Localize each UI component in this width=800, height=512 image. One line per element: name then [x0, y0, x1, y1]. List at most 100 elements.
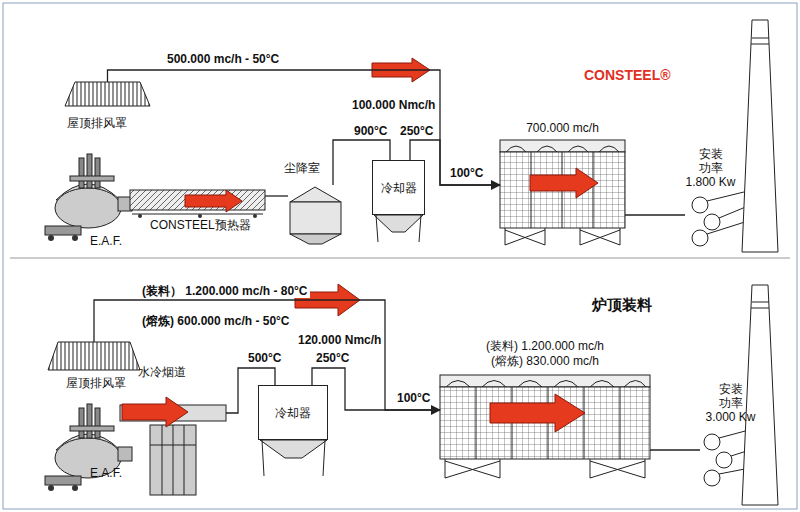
- baghouse-filter: [500, 152, 625, 228]
- baghouse-filter: [505, 228, 620, 245]
- baghouse-filter: [593, 152, 594, 228]
- flow-arrow: [185, 190, 242, 212]
- roof-hood: [48, 342, 140, 370]
- node-text: 水冷烟道: [138, 365, 186, 379]
- pipe-connector: [108, 70, 501, 185]
- water-cooled-duct: [184, 425, 185, 495]
- fan-group: 安装 功率 1.800 Kw: [685, 195, 735, 240]
- node-text: E.A.F.: [90, 234, 122, 248]
- water-cooled-duct: [150, 445, 196, 446]
- section-title: 炉顶装料: [590, 298, 654, 312]
- cooler-box: 冷却器: [258, 385, 328, 440]
- stack: [752, 302, 769, 303]
- node-text: 屋顶排风罩: [66, 376, 126, 390]
- eaf-furnace: E.A.F.: [45, 398, 130, 468]
- dust-chamber: 尘降室: [288, 185, 343, 245]
- edge-label: (装料） 1.200.000 mc/h - 80°C: [140, 284, 310, 298]
- roof-hood: [65, 82, 150, 106]
- cooler-legs: [260, 440, 327, 458]
- node-text: 尘降室: [284, 161, 320, 175]
- eaf-furnace: [45, 404, 132, 491]
- node-text: 冷却器: [275, 406, 311, 420]
- stack: [742, 285, 778, 505]
- pipe-connector: [650, 449, 700, 450]
- cooler-legs: [262, 440, 264, 476]
- stack: [751, 308, 769, 309]
- temperature: 100°C: [395, 391, 433, 405]
- dust-chamber: [290, 187, 341, 244]
- eaf-furnace: E.A.F.: [45, 148, 130, 232]
- consteel-conveyor: [132, 214, 263, 215]
- fans: [704, 470, 720, 486]
- stack: [742, 20, 778, 252]
- edge-label: 900°C: [352, 124, 390, 138]
- node-text: 冷却器: [381, 181, 417, 195]
- baghouse-filter: [476, 387, 477, 459]
- edge-label: 250°C: [398, 124, 436, 138]
- dust-chamber: [290, 187, 341, 202]
- divider: [10, 258, 790, 259]
- baghouse-filter: [584, 387, 585, 459]
- eaf-furnace: [45, 154, 132, 241]
- node-text: 700.000 mc/h: [500, 121, 625, 135]
- fans: [692, 230, 708, 246]
- cooler-legs: [419, 215, 421, 242]
- pipe-connector: [312, 368, 440, 410]
- flow-arrow: [530, 168, 598, 198]
- stack: [742, 20, 778, 252]
- node-text: CONSTEEL预热器: [150, 218, 251, 232]
- fans: [707, 221, 748, 234]
- baghouse-filter: [506, 146, 619, 152]
- water-cooled-duct: [150, 425, 196, 495]
- cooler-legs: [376, 215, 378, 242]
- temperature: 100°C: [448, 166, 486, 180]
- baghouse-filter: [500, 140, 625, 245]
- baghouse-filter: (装料) 1.200.000 mc/h(熔炼) 830.000 mc/h: [440, 375, 650, 475]
- cooler-box: 冷却器: [372, 160, 425, 215]
- consteel-conveyor: [253, 214, 257, 218]
- pipe-connector: [265, 195, 288, 196]
- stack: [742, 285, 778, 505]
- cooler-legs: [374, 215, 423, 232]
- fans: [692, 191, 748, 246]
- fans: [707, 191, 748, 201]
- water-cooled-duct: 水冷烟道: [120, 403, 226, 423]
- node-text: E.A.F.: [90, 466, 122, 480]
- flow-arrow: [185, 58, 598, 212]
- node-text: (熔炼) 830.000 mc/h: [440, 354, 650, 368]
- cooler-legs: [374, 215, 423, 242]
- baghouse-filter: [446, 381, 646, 388]
- baghouse-filter: [445, 459, 645, 478]
- water-cooled-duct: [173, 425, 174, 495]
- node-text: (装料) 1.200.000 mc/h: [440, 339, 650, 353]
- baghouse-filter: [500, 140, 625, 152]
- baghouse-filter: [440, 375, 650, 387]
- dust-chamber: [290, 202, 341, 234]
- node-text: 安装 功率 3.000 Kw: [705, 382, 756, 424]
- baghouse-filter: [620, 387, 621, 459]
- pipe-connector: [625, 214, 685, 215]
- fans: [704, 434, 720, 450]
- frame: [3, 3, 797, 509]
- fans: [716, 452, 732, 468]
- flow-rate: (熔炼) 600.000 mc/h - 50°C: [140, 314, 292, 328]
- cooler-legs: [323, 440, 325, 476]
- node-text: 屋顶排风罩: [67, 116, 127, 130]
- roof-hood: [65, 82, 150, 106]
- consteel-conveyor: [138, 214, 142, 218]
- cooler-legs: [260, 440, 327, 476]
- node-text: 安装 功率 1.800 Kw: [685, 147, 736, 189]
- edge-label: 250°C: [314, 351, 352, 365]
- stack: [751, 44, 769, 45]
- baghouse-filter: [440, 375, 650, 478]
- fans: [719, 430, 749, 438]
- flow-rate: 100.000 Nmc/h: [350, 98, 437, 112]
- flow-arrow: [490, 394, 585, 432]
- dust-chamber: [290, 234, 341, 244]
- roof-hood: 屋顶排风罩: [48, 342, 140, 370]
- flow-arrow: [122, 397, 188, 427]
- fans: [692, 197, 708, 213]
- stack: [752, 38, 769, 39]
